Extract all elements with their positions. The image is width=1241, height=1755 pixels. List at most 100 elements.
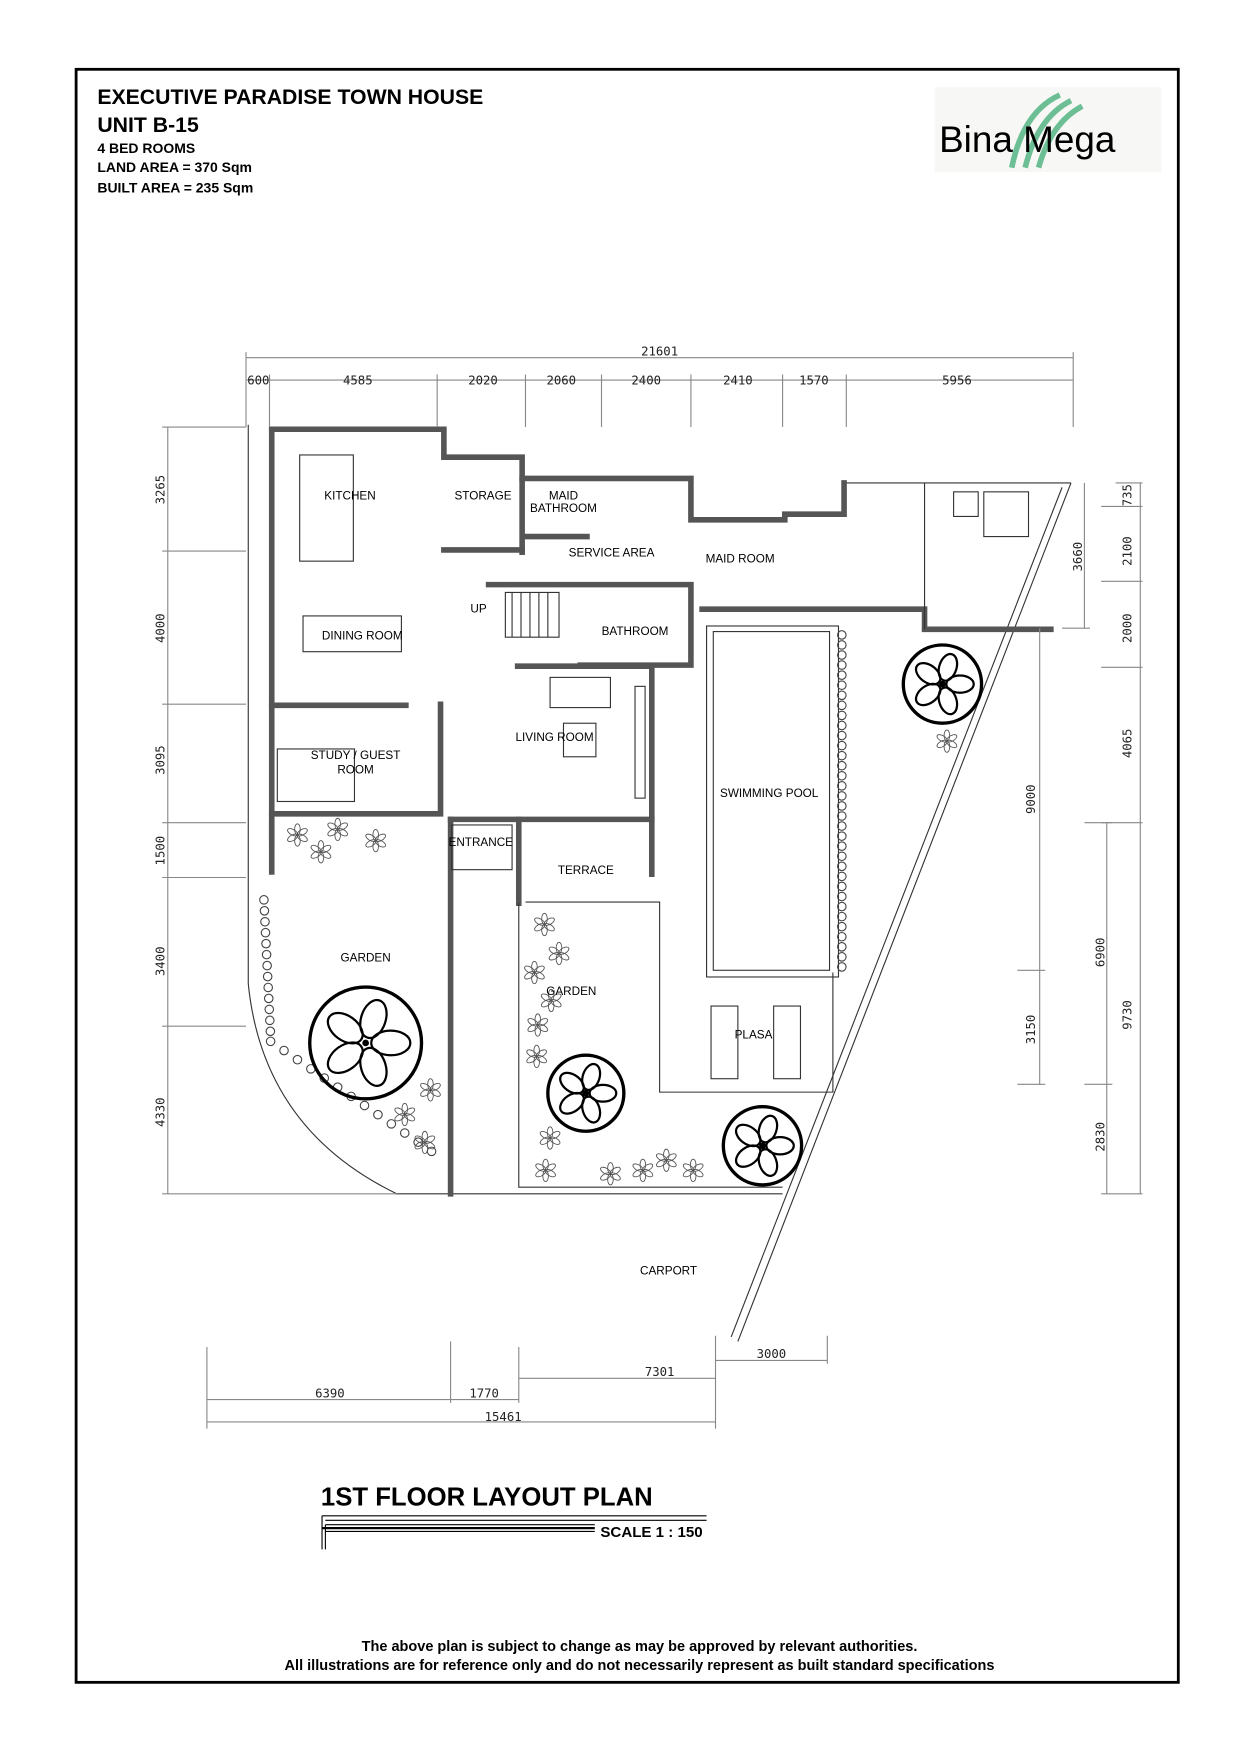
shrub-icon [539,1126,561,1150]
shrub-icon [656,1148,677,1172]
dimension-label: 2020 [468,374,498,388]
dimension-label: 2410 [723,374,753,388]
pebble [837,660,847,670]
tree-icon [721,1104,804,1187]
unit-label: UNIT B-15 [97,114,199,137]
dimension-label: 21601 [641,344,678,358]
pebble [837,750,847,761]
room-label-maid-room: MAID ROOM [706,552,775,565]
sun-loungers [710,1005,802,1080]
pebble [265,1015,275,1026]
pebble [837,811,847,821]
pebble [837,821,847,831]
site-boundary [247,424,1072,1342]
pebble [386,1119,397,1129]
shrub-icon [534,912,555,937]
trees [308,643,984,1187]
room-label-garden-center: GARDEN [546,985,596,998]
dimension-label: 6390 [315,1386,345,1400]
dimension-label: 2000 [1120,613,1134,643]
shrub-icon [414,1130,436,1155]
dimension-label: 9730 [1120,1000,1134,1030]
pebble [259,906,270,916]
dimension-label: 4585 [343,374,373,388]
shrub-icon [327,817,349,842]
pebble [837,650,847,660]
dimension-label: 2400 [631,374,661,388]
shrub-icon [527,1013,549,1037]
pebble [263,993,274,1004]
room-label-terrace: TERRACE [558,864,614,877]
swimming-pool [706,625,840,978]
room-label-up: UP [470,603,486,616]
pebble [837,730,847,741]
shrub-icon [365,828,387,853]
pebble [837,680,847,691]
dimension-label: 6900 [1094,938,1108,968]
shrub-icon [310,840,332,864]
walls [268,426,1054,1197]
room-label-carport: CARPORT [640,1264,697,1277]
pebble [359,1100,370,1111]
pebble [262,971,273,982]
shrub-icon [548,941,570,966]
pebble [837,911,847,922]
dimension-label: 735 [1120,484,1134,506]
pebble [837,831,847,841]
pebble [837,781,847,791]
pebble [260,927,271,938]
dimension-label: 2100 [1120,536,1134,566]
shrub-icon [936,729,958,753]
pebble [265,1036,276,1047]
disclaimer-line-1: The above plan is subject to change as m… [362,1639,918,1655]
pebble [837,952,847,962]
pebble [837,861,847,872]
dimension-label: 4000 [153,613,167,643]
pebble [399,1128,410,1138]
room-label-living-room: LIVING ROOM [515,731,593,744]
shrub-icon [394,1102,416,1127]
dimension-label: 1500 [153,836,167,866]
dimension-label: 3095 [153,745,167,775]
pebble [837,881,847,892]
pebble [837,962,847,972]
shrub-icon [535,1158,556,1182]
tree-icon [308,985,424,1101]
disclaimer-line-2: All illustrations are for reference only… [285,1658,995,1674]
sheet-border [74,67,1180,1684]
pebble [261,938,271,949]
shrub-icon [420,1078,441,1102]
room-label-entrance: ENTRANCE [449,836,514,849]
dimension-label: 1570 [799,374,829,388]
pebble [837,871,847,882]
shrub-icon [682,1158,704,1182]
shrub-icon [540,988,562,1013]
dimension-label: 3265 [153,475,167,505]
pebble [837,921,847,932]
room-label-kitchen: KITCHEN [324,490,375,503]
pebble [413,1137,423,1148]
dimension-label: 600 [247,374,269,388]
dimension-label: 5956 [942,374,972,388]
room-label-garden-left: GARDEN [341,951,391,964]
title-underline [321,1515,707,1550]
pebble [837,901,847,912]
pebble [837,770,847,781]
pebble [837,931,847,942]
pebble [837,851,847,862]
pebble [837,630,847,640]
dimension-lines [162,352,1143,1429]
pebble [261,949,272,960]
pebble [837,740,847,751]
shrubs [287,729,958,1186]
pebble [264,1004,275,1015]
room-label-bathroom: BATHROOM [602,625,669,638]
shrub-icon [600,1162,621,1186]
pool-edge-pebbles [259,630,847,1157]
dimension-label: 15461 [485,1410,522,1424]
dimension-label: 1770 [469,1386,499,1400]
dimension-label: 3150 [1024,1015,1038,1045]
shrub-icon [526,1044,547,1068]
pebble [837,801,847,811]
